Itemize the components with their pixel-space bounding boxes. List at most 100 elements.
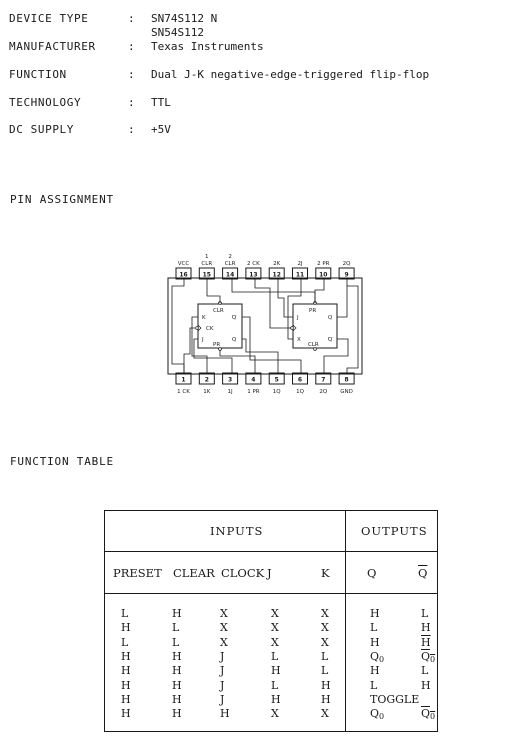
top-pin-label: CLR: [201, 261, 212, 267]
table-cell: H: [172, 664, 182, 678]
function-colon: :: [128, 68, 135, 81]
bottom-pin-number: 8: [345, 377, 349, 384]
bottom-pin-box: [268, 372, 285, 385]
table-cell: H: [370, 607, 380, 620]
wiring: [171, 278, 359, 374]
function-table-title: FUNCTION TABLE: [10, 455, 114, 468]
top-pin-number: 14: [226, 272, 234, 279]
dc-supply-value: +5V: [151, 123, 171, 136]
top-pin-box: [292, 267, 308, 280]
table-cell: H: [370, 664, 380, 678]
ff1-clr-label: CLR: [213, 308, 224, 314]
table-cell: L: [370, 621, 378, 635]
ff2-x-label: X: [297, 337, 301, 343]
table-cell: J: [220, 664, 225, 678]
technology-value: TTL: [151, 96, 171, 109]
top-pin-number: 15: [203, 272, 211, 279]
table-cell: H: [421, 635, 431, 649]
top-pin-number: 9: [345, 272, 349, 279]
top-pin-label: VCC: [178, 261, 190, 267]
table-cell: X: [271, 707, 279, 721]
function-label: FUNCTION: [9, 68, 67, 81]
manufacturer-colon: :: [128, 40, 135, 53]
dc-supply-colon: :: [128, 123, 135, 136]
column-header: Q: [418, 566, 428, 580]
outputs-header: OUTPUTS: [361, 524, 428, 538]
manufacturer-value: Texas Instruments: [151, 40, 264, 53]
ff1-k-label: K: [202, 315, 206, 321]
device-type-value-2: SN54S112: [151, 26, 204, 39]
bottom-pin-label: GND: [340, 389, 353, 395]
top-pin-label: CLR: [225, 261, 236, 267]
bottom-pin-number: 4: [251, 377, 255, 384]
ff2-clr-label: CLR: [308, 342, 319, 348]
top-pin-number: 12: [273, 272, 281, 279]
table-cell: H: [370, 635, 380, 649]
top-pin-label: 2 PR: [317, 261, 330, 267]
table-cell: H: [172, 607, 182, 620]
bottom-pin-number: 2: [205, 377, 209, 384]
device-type-value-1: SN74S112 N: [151, 12, 218, 25]
function-value: Dual J-K negative-edge-triggered flip-fl…: [151, 68, 430, 81]
inputs-header: INPUTS: [210, 524, 264, 538]
ff2-j-label: J: [296, 315, 299, 321]
table-cell: H: [220, 707, 230, 721]
ff1-ck-label: CK: [206, 326, 214, 332]
table-cell: X: [321, 635, 329, 649]
bottom-pin-number: 7: [321, 377, 325, 384]
table-cell: X: [321, 707, 329, 721]
table-cell: H: [321, 692, 331, 706]
table-cell: X: [220, 607, 228, 620]
column-header: CLOCK: [221, 566, 265, 580]
bottom-pin-box: [175, 372, 192, 385]
bottom-pin-label: 2Q: [319, 389, 327, 395]
top-pin-label: 2K: [273, 261, 280, 267]
column-header: K: [321, 566, 330, 580]
flip-flop-2: PR CLR J X Q Q: [290, 301, 338, 351]
table-cell: H: [271, 692, 281, 706]
table-divider-1: [105, 551, 437, 552]
table-cell: TOGGLE: [370, 692, 420, 706]
table-cell: H: [271, 664, 281, 678]
dc-supply-label: DC SUPPLY: [9, 123, 75, 136]
table-cell: L: [421, 664, 429, 678]
table-cell: X: [220, 635, 228, 649]
top-pin-superscript: 1: [205, 254, 209, 260]
ff1-q-label: Q: [232, 337, 237, 343]
table-cell: L: [321, 664, 329, 678]
package-outline: [167, 277, 363, 375]
bottom-pin-label: 1K: [203, 389, 210, 395]
top-pin-label: 2 CK: [247, 261, 260, 267]
table-cell: H: [172, 692, 182, 706]
ff2-qbar-label: Q: [328, 337, 333, 343]
table-cell: H: [421, 678, 431, 692]
table-divider-vertical: [345, 511, 346, 731]
bottom-pin-box: [292, 372, 308, 385]
bottom-pin-number: 1: [181, 377, 185, 384]
ff1-qbar-label: Q: [232, 315, 237, 321]
table-cell: L: [370, 678, 378, 692]
top-pin-label: 2Q: [343, 261, 351, 267]
top-pin-superscript: 2: [228, 254, 232, 260]
bottom-pin-label: 1Q: [273, 389, 281, 395]
table-cell: H: [121, 692, 131, 706]
table-cell: H: [121, 664, 131, 678]
top-pin-number: 10: [319, 272, 327, 279]
table-cell: J: [220, 649, 225, 663]
column-header: PRESET: [113, 566, 162, 580]
table-cell: Q0: [370, 649, 385, 664]
table-cell: H: [121, 621, 131, 635]
column-header: Q: [367, 566, 377, 580]
manufacturer-label: MANUFACTURER: [9, 40, 96, 53]
table-cell: L: [121, 607, 129, 620]
top-pin-box: [175, 267, 192, 280]
table-cell: H: [421, 621, 431, 635]
bottom-pin-label: 1 PR: [247, 389, 260, 395]
top-pin-number: 16: [179, 272, 187, 279]
table-divider-2: [105, 593, 437, 594]
top-pin-box: [268, 267, 285, 280]
bottom-pin-label: 1J: [228, 389, 233, 395]
device-type-label: DEVICE TYPE: [9, 12, 89, 25]
